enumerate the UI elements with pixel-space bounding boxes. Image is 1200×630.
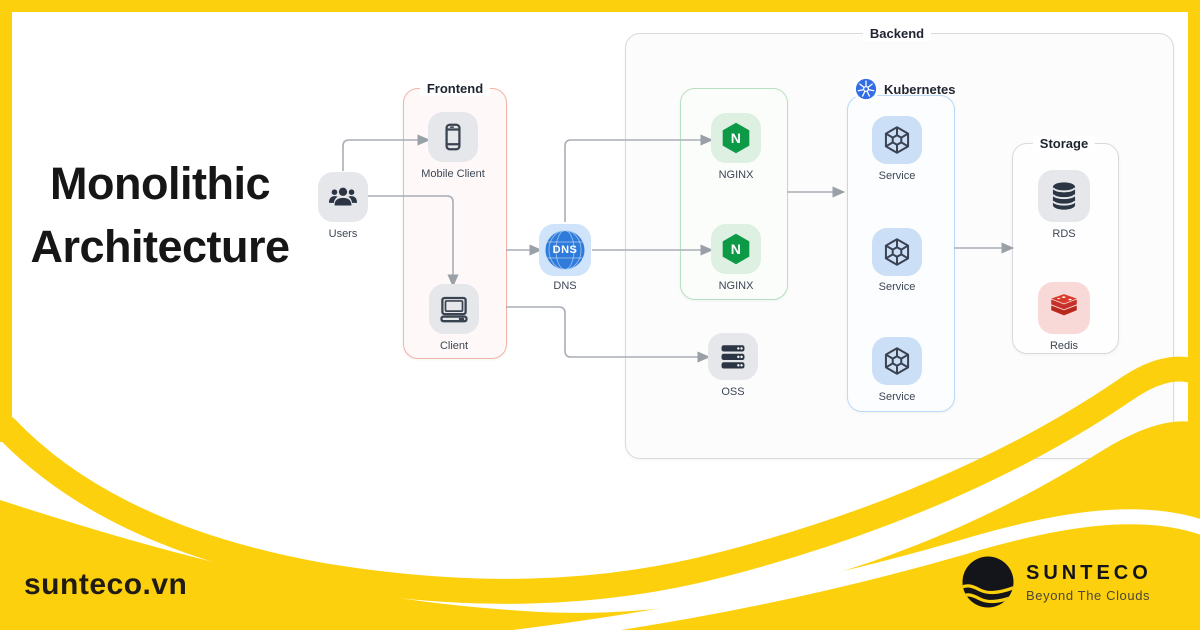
rds-label: RDS <box>1052 228 1076 240</box>
users-icon <box>329 187 357 206</box>
nginx-letter-2: N <box>730 241 742 257</box>
users-label: Users <box>328 228 358 240</box>
redis-node <box>1038 282 1090 334</box>
service-label-2: Service <box>878 281 916 293</box>
rds-node <box>1038 170 1090 222</box>
service-cube-icon <box>884 238 910 266</box>
brand-tagline: Beyond The Clouds <box>1026 588 1151 603</box>
service-cube-icon <box>884 347 910 375</box>
service-node-2 <box>872 228 922 276</box>
kubernetes-group-label: Kubernetes <box>884 82 956 97</box>
mobile-client-node <box>428 112 478 162</box>
dns-label: DNS <box>553 280 577 292</box>
nginx-hexagon-icon <box>722 233 750 265</box>
backend-group-label: Backend <box>862 26 932 41</box>
nginx-label-2: NGINX <box>718 280 754 292</box>
mobile-client-label: Mobile Client <box>421 168 485 180</box>
brand-name: SUNTECO <box>1026 562 1152 584</box>
redis-icon <box>1051 294 1077 316</box>
oss-label: OSS <box>721 386 745 398</box>
service-node-1 <box>872 116 922 164</box>
kubernetes-helm-icon <box>855 78 877 100</box>
nginx-letter-1: N <box>730 130 742 146</box>
dns-badge-text: DNS <box>552 244 578 256</box>
page-title: Monolithic Architecture <box>0 152 320 278</box>
service-cube-icon <box>884 126 910 154</box>
mobile-client-icon <box>445 123 461 151</box>
frame-left <box>0 0 12 442</box>
users-node <box>318 172 368 222</box>
frontend-group-label: Frontend <box>419 81 491 96</box>
dns-globe-icon <box>545 230 585 270</box>
storage-group-label: Storage <box>1032 136 1096 151</box>
oss-server-icon <box>721 344 745 368</box>
nginx-node-1: N <box>711 113 761 163</box>
sunteco-logo-icon <box>962 556 1014 608</box>
redis-label: Redis <box>1049 340 1079 352</box>
rds-database-icon <box>1052 182 1076 210</box>
oss-node <box>708 333 758 380</box>
website-url[interactable]: sunteco.vn <box>24 568 188 601</box>
client-label: Client <box>439 340 469 352</box>
dns-node: DNS <box>539 224 591 276</box>
frame-top <box>0 0 1200 12</box>
nginx-label-1: NGINX <box>718 169 754 181</box>
sunteco-logo <box>962 556 1014 608</box>
nginx-hexagon-icon <box>722 122 750 154</box>
kubernetes-icon <box>855 78 877 100</box>
service-label-1: Service <box>878 170 916 182</box>
title-line-2: Architecture <box>30 221 290 272</box>
service-node-3 <box>872 337 922 385</box>
title-line-1: Monolithic <box>50 158 270 209</box>
service-label-3: Service <box>878 391 916 403</box>
nginx-node-2: N <box>711 224 761 274</box>
client-node <box>429 284 479 334</box>
client-icon <box>440 296 468 323</box>
